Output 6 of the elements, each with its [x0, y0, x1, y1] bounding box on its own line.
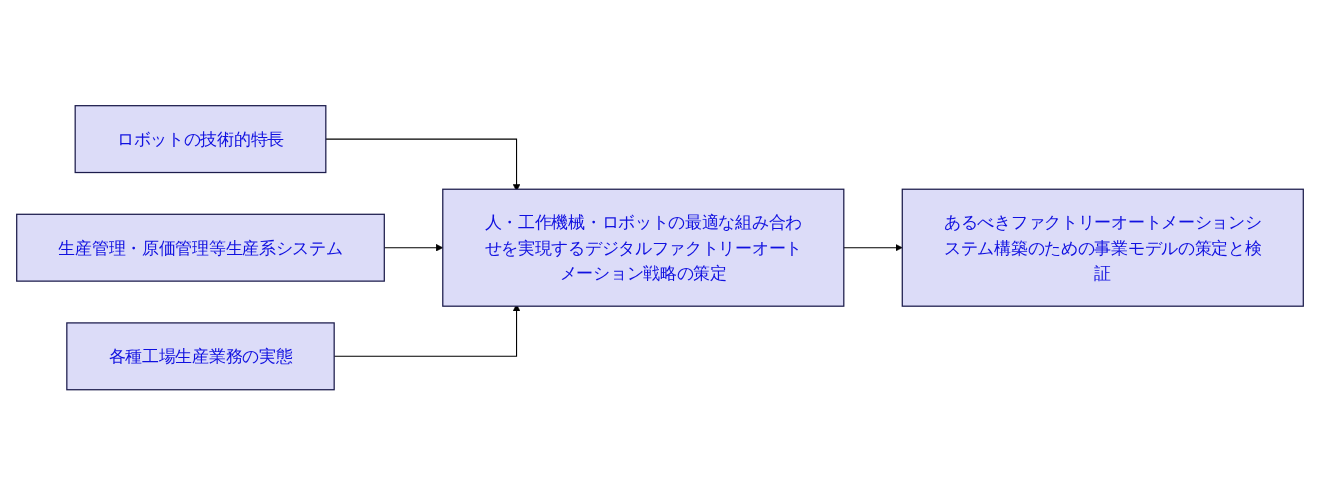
node-box: ロボットの技術的特長	[74, 105, 327, 174]
node-box: あるべきファクトリーオートメーションシステム構築のための事業モデルの策定と検証	[901, 188, 1304, 308]
node-box: 各種工場生産業務の実態	[66, 322, 335, 391]
node-box: 人・工作機械・ロボットの最適な組み合わせを実現するデジタルファクトリーオートメーション戦略の策定	[442, 188, 845, 308]
arrow	[843, 244, 903, 252]
node-box: 生産管理・原価管理等生産系システム	[16, 213, 385, 283]
